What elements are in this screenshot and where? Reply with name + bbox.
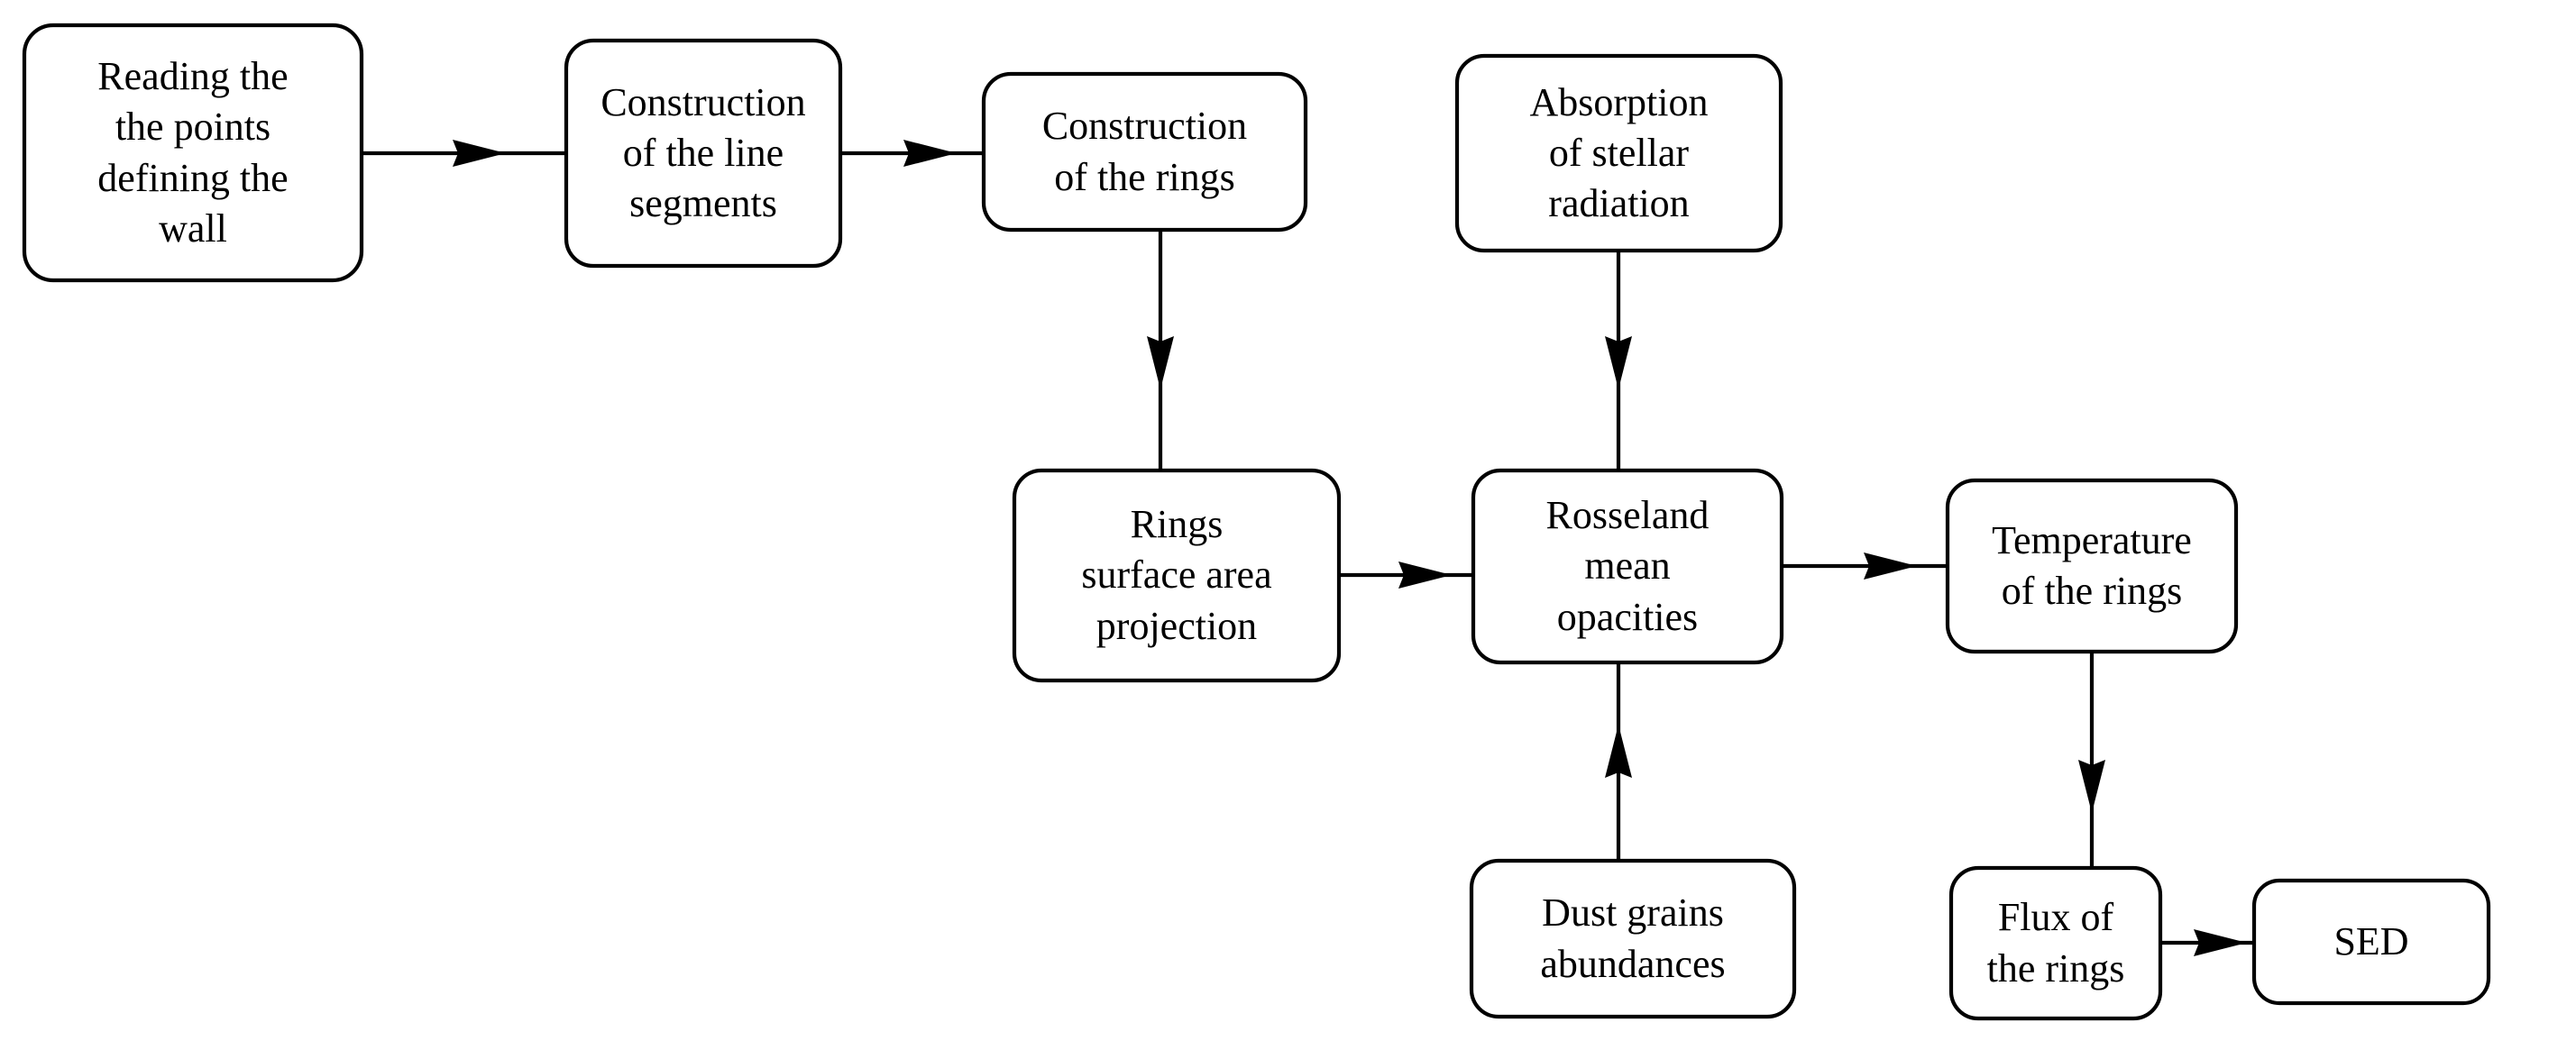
edge-rosseland-to-temperature xyxy=(1782,552,1948,580)
node-dust-grains-abundances[interactable] xyxy=(1469,858,1797,1019)
edge-flux-rings-to-sed xyxy=(2160,929,2254,956)
node-reading-the-points-defining-the-wall[interactable] xyxy=(22,23,364,283)
edge-rings-surface-to-rosseland xyxy=(1339,562,1473,589)
edge-dust-grains-to-rosseland-arrowhead-icon xyxy=(1605,725,1632,778)
edge-temperature-to-flux-rings-arrowhead-icon xyxy=(2078,760,2105,813)
edge-construction-rings-to-rings-surface xyxy=(1147,230,1174,470)
node-rings-surface-area-projection[interactable] xyxy=(1012,468,1342,683)
edge-flux-rings-to-sed-arrowhead-icon xyxy=(2194,929,2247,956)
edge-temperature-to-flux-rings xyxy=(2078,652,2105,868)
edge-line-segments-to-construction-rings-arrowhead-icon xyxy=(903,140,957,167)
edge-reading-points-to-line-segments xyxy=(362,140,566,167)
edge-rosseland-to-temperature-arrowhead-icon xyxy=(1864,552,1917,580)
node-construction-of-the-line-segments[interactable] xyxy=(564,38,843,269)
edge-line-segments-to-construction-rings xyxy=(840,140,984,167)
edges-layer xyxy=(362,140,2254,956)
edge-absorption-to-rosseland xyxy=(1605,251,1632,470)
node-temperature-of-the-rings[interactable] xyxy=(1945,478,2239,654)
node-rosseland-mean-opacities[interactable] xyxy=(1471,468,1784,665)
edge-reading-points-to-line-segments-arrowhead-icon xyxy=(453,140,506,167)
nodes-layer xyxy=(22,23,2491,1021)
node-absorption-of-stellar-radiation[interactable] xyxy=(1454,53,1783,253)
node-sed[interactable] xyxy=(2251,878,2491,1006)
edge-construction-rings-to-rings-surface-arrowhead-icon xyxy=(1147,336,1174,389)
node-flux-of-the-rings[interactable] xyxy=(1948,865,2163,1021)
edge-rings-surface-to-rosseland-arrowhead-icon xyxy=(1398,562,1452,589)
edge-dust-grains-to-rosseland xyxy=(1605,662,1632,861)
edge-absorption-to-rosseland-arrowhead-icon xyxy=(1605,336,1632,389)
node-construction-of-the-rings[interactable] xyxy=(981,71,1308,233)
